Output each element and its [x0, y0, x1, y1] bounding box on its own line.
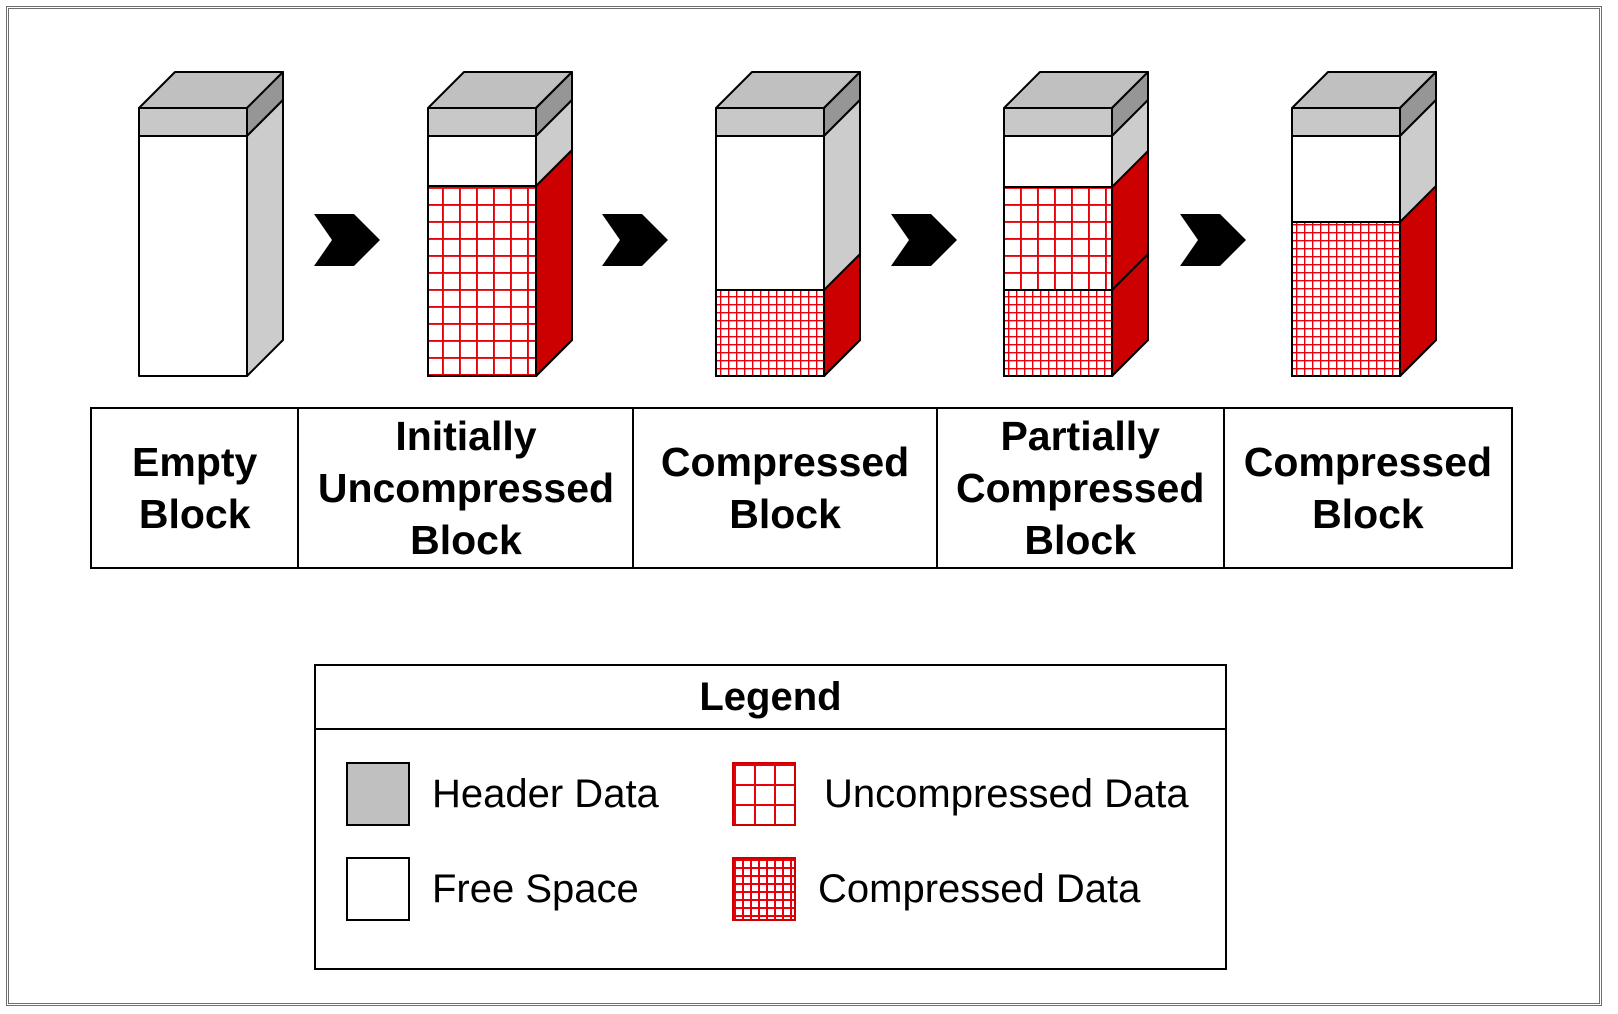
label-partially-compressed-block: Partially Compressed Block	[938, 409, 1225, 567]
uncompressed-data-segment	[427, 185, 537, 377]
figure-frame	[6, 6, 1602, 1006]
storage-block	[1003, 71, 1149, 377]
compressed-data-segment	[715, 289, 825, 377]
block-header-front	[1291, 107, 1401, 137]
block-header-front	[138, 107, 248, 137]
legend-label: Free Space	[432, 866, 639, 911]
uncompressed-data-swatch	[732, 762, 796, 826]
legend-item-uncompressed-data: Uncompressed Data	[732, 762, 1189, 826]
storage-block	[138, 71, 284, 377]
chevron-right-icon	[1180, 214, 1246, 266]
storage-block	[427, 71, 573, 377]
legend-item-compressed-data: Compressed Data	[732, 857, 1140, 921]
compressed-data-side	[1399, 185, 1437, 377]
free-space-swatch	[346, 857, 410, 921]
legend-item-header-data: Header Data	[346, 762, 659, 826]
block-header-front	[427, 107, 537, 137]
uncompressed-data-segment	[1003, 186, 1113, 291]
compressed-data-side	[823, 253, 861, 377]
block-free-space	[138, 135, 248, 377]
legend: Legend Header Data Free Space Uncompress…	[314, 664, 1227, 970]
compressed-data-swatch	[732, 857, 796, 921]
block-header-front	[715, 107, 825, 137]
chevron-right-icon	[891, 214, 957, 266]
label-empty-block: Empty Block	[92, 409, 300, 567]
label-compressed-block: Compressed Block	[634, 409, 938, 567]
storage-block	[1291, 71, 1437, 377]
legend-label: Header Data	[432, 771, 659, 816]
legend-title: Legend	[316, 666, 1225, 730]
block-header-front	[1003, 107, 1113, 137]
label-initially-uncompressed-block: Initially Uncompressed Block	[299, 409, 635, 567]
legend-label: Uncompressed Data	[824, 771, 1189, 816]
uncompressed-data-side	[1111, 150, 1149, 291]
compressed-data-segment	[1003, 289, 1113, 377]
block-label-table: Empty Block Initially Uncompressed Block…	[90, 407, 1513, 569]
chevron-right-icon	[314, 214, 380, 266]
legend-item-free-space: Free Space	[346, 857, 639, 921]
block-body-side	[246, 99, 284, 377]
header-data-swatch	[346, 762, 410, 826]
uncompressed-data-side	[535, 149, 573, 377]
storage-block	[715, 71, 861, 377]
legend-label: Compressed Data	[818, 866, 1141, 911]
chevron-right-icon	[602, 214, 668, 266]
compressed-data-segment	[1291, 221, 1401, 377]
label-compressed-block-final: Compressed Block	[1243, 439, 1493, 537]
